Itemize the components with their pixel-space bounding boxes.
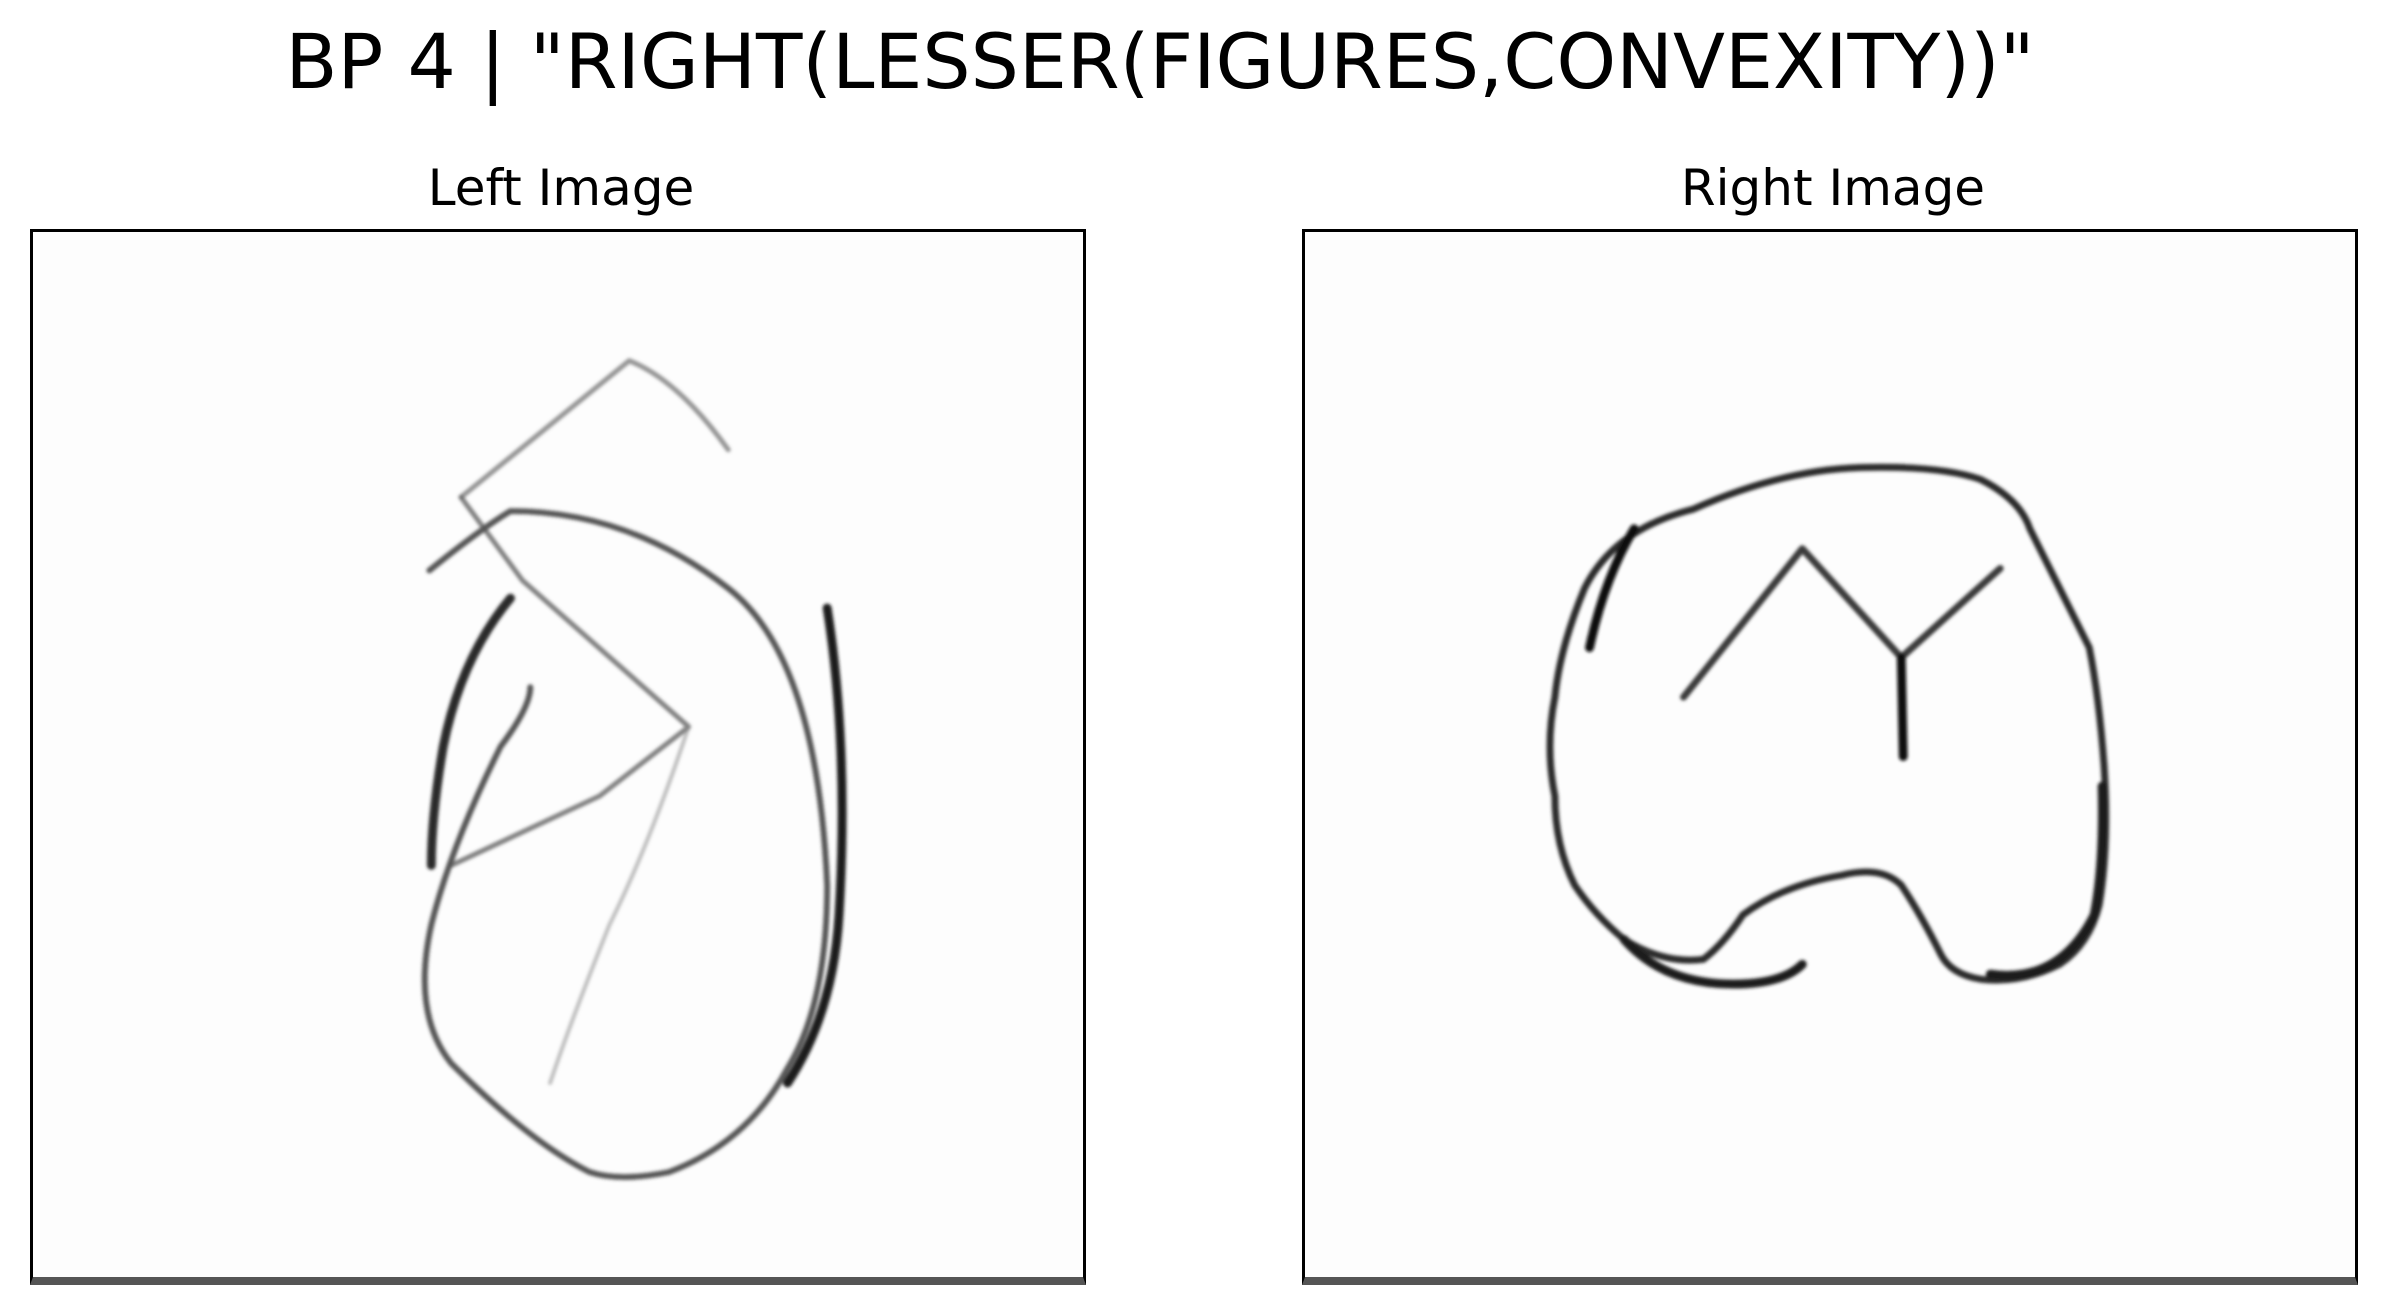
figure-title: BP 4 | "RIGHT(LESSER(FIGURES,CONVEXITY))… [285, 17, 2035, 106]
convex-outline-shape [421, 508, 831, 1180]
left-image-drawing [421, 358, 847, 1180]
left-arc-stroke [426, 593, 515, 870]
outer-outline-shape [1546, 463, 2110, 984]
left-edge-stroke [1585, 524, 1639, 653]
left-panel-title: Left Image [427, 159, 695, 217]
bottom-right-edge-stroke [1985, 781, 2107, 980]
inner-chevron-shape [448, 494, 692, 868]
left-image-panel [30, 229, 1086, 1285]
right-edge-stroke [783, 603, 847, 1088]
bottom-edge-stroke [1619, 935, 1807, 989]
inner-chevron-lower [548, 724, 691, 1086]
inner-stem-stroke [1896, 653, 1908, 761]
inner-chevron-top [458, 358, 731, 500]
right-image-panel [1302, 229, 2358, 1285]
right-panel-title: Right Image [1680, 159, 1986, 217]
right-image-drawing [1546, 463, 2110, 989]
inner-zigzag-shape [1680, 545, 2004, 701]
